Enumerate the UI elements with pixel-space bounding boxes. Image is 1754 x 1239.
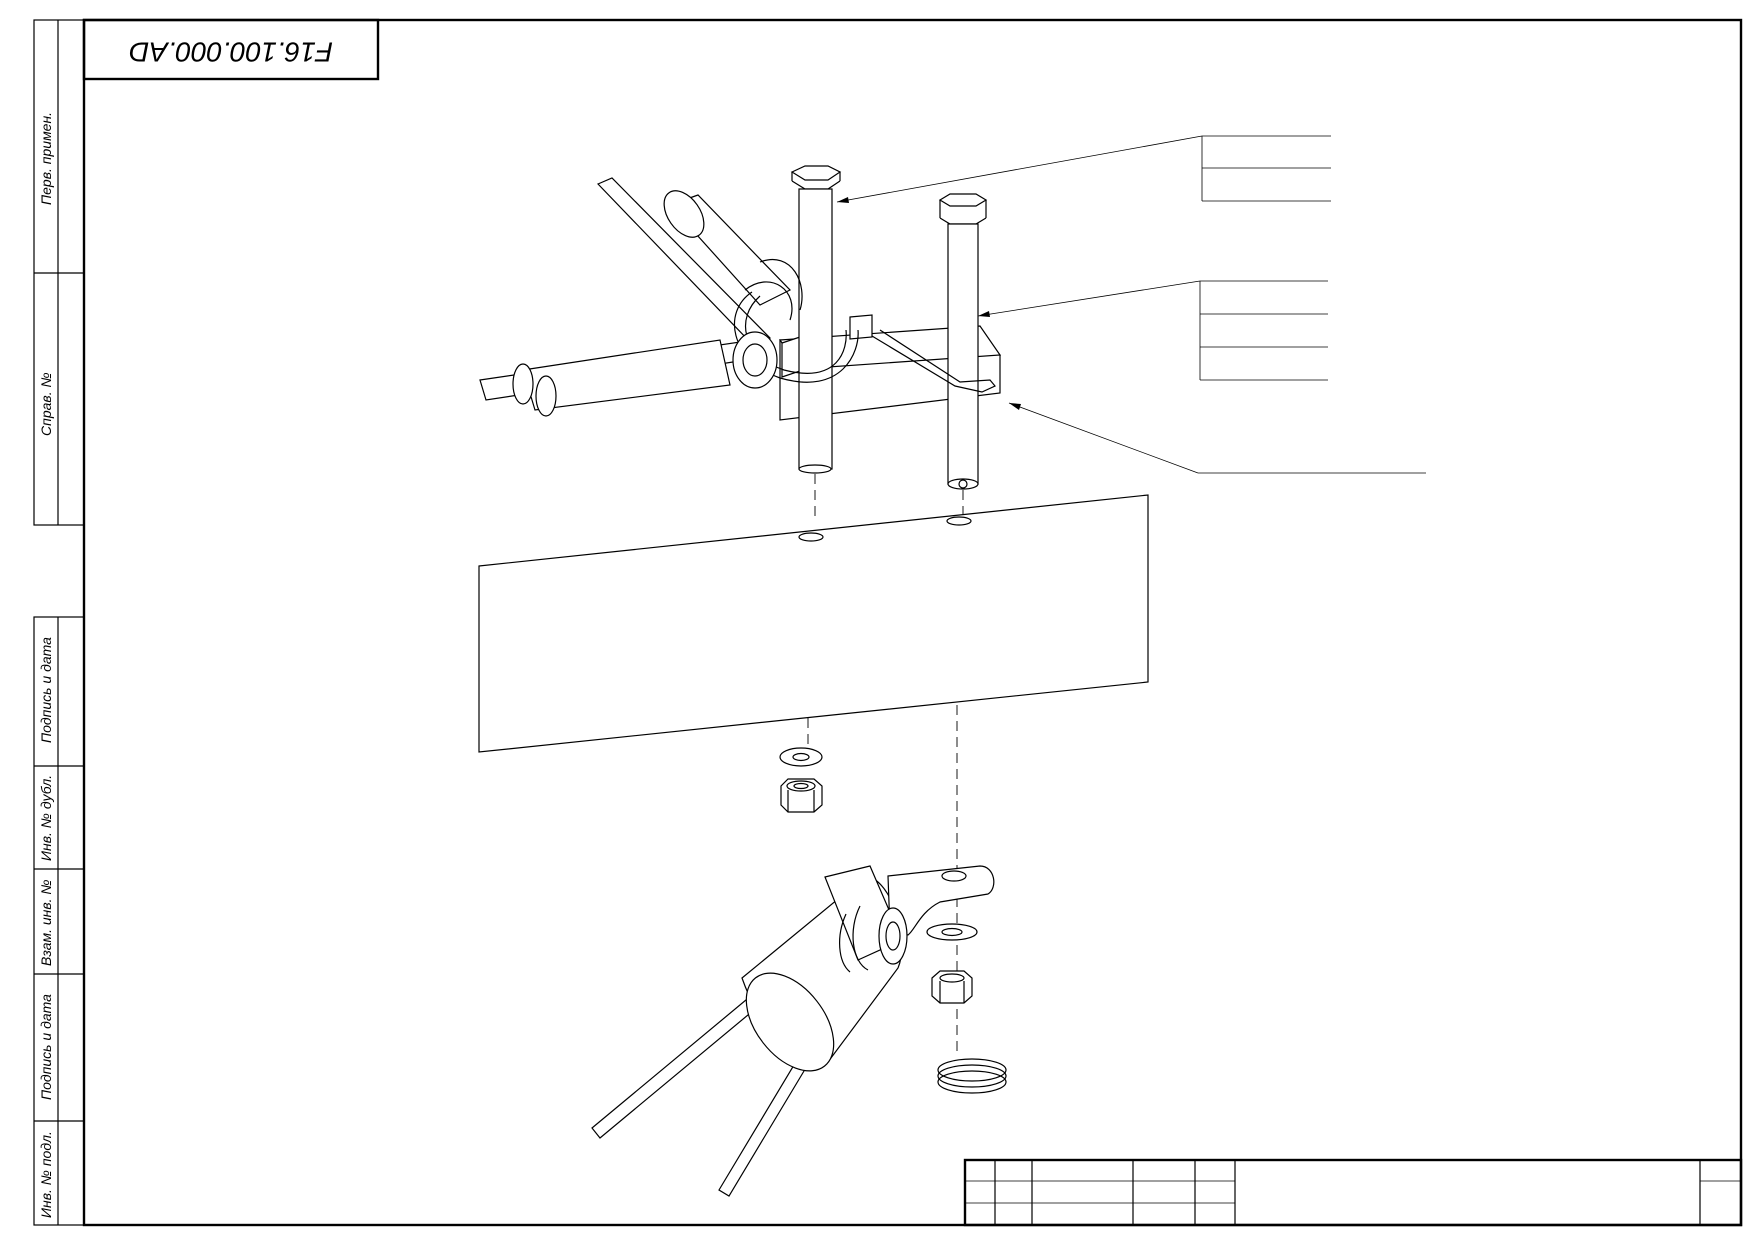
callout-table-2	[1199, 280, 1328, 381]
label-podpis-data-2: Подпись и дата	[38, 994, 54, 1100]
lower-assembly	[591, 865, 1007, 1197]
left-washer-nut	[779, 747, 823, 813]
title-block	[963, 1158, 1743, 1227]
sheet-frame	[33, 18, 1743, 1227]
side-labels: Перв. примен. Справ. № Подпись и дата Ин…	[38, 112, 54, 1218]
leader-lines	[836, 135, 1426, 474]
callout-table-1	[1201, 135, 1331, 202]
code-box: F16.100.000.AD	[82, 18, 380, 81]
label-sprav-no: Справ. №	[38, 372, 54, 436]
label-podpis-data-1: Подпись и дата	[38, 637, 54, 743]
label-vzam-inv-no: Взам. инв. №	[38, 879, 54, 966]
label-inv-no-dubl: Инв. № дубл.	[38, 775, 54, 861]
label-perv-primen: Перв. примен.	[38, 112, 54, 205]
label-inv-no-podl: Инв. № подл.	[38, 1131, 54, 1218]
mounting-panel	[478, 494, 1149, 753]
drawing-code: F16.100.000.AD	[129, 37, 333, 68]
upper-assembly	[479, 165, 1002, 490]
